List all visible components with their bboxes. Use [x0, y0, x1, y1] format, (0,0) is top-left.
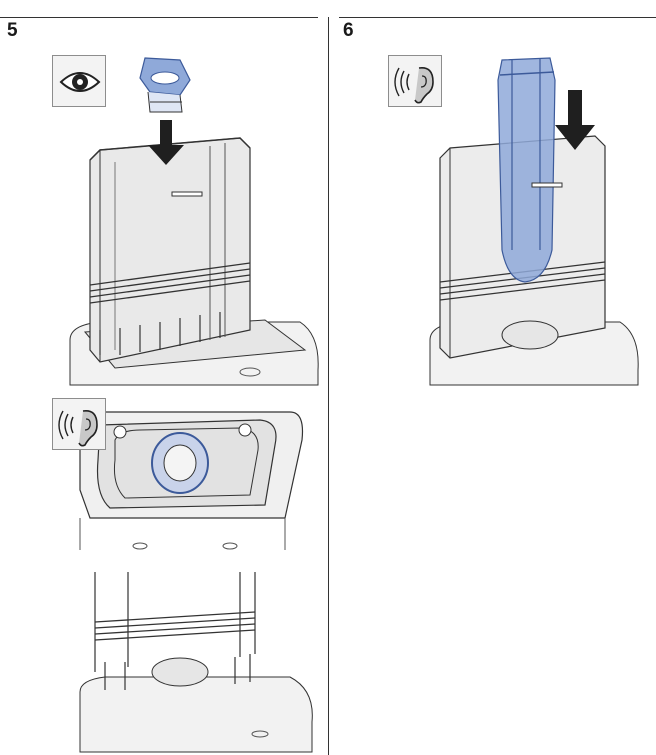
illustration-insert-flush-valve: [429, 57, 639, 386]
header-rule-right: [339, 17, 656, 18]
ear-sound-icon: [52, 398, 106, 450]
column-divider: [328, 17, 329, 755]
illustration-clip-sleeve-into-base: [79, 411, 304, 550]
header-rule-left: [0, 17, 318, 18]
illustration-sleeve-installed: [79, 572, 313, 753]
ear-sound-icon: [388, 55, 442, 107]
step-number-5: 5: [7, 20, 18, 41]
illustration-insert-inner-sleeve: [69, 57, 319, 386]
step-number-6: 6: [343, 20, 354, 41]
eye-icon: [52, 55, 106, 107]
